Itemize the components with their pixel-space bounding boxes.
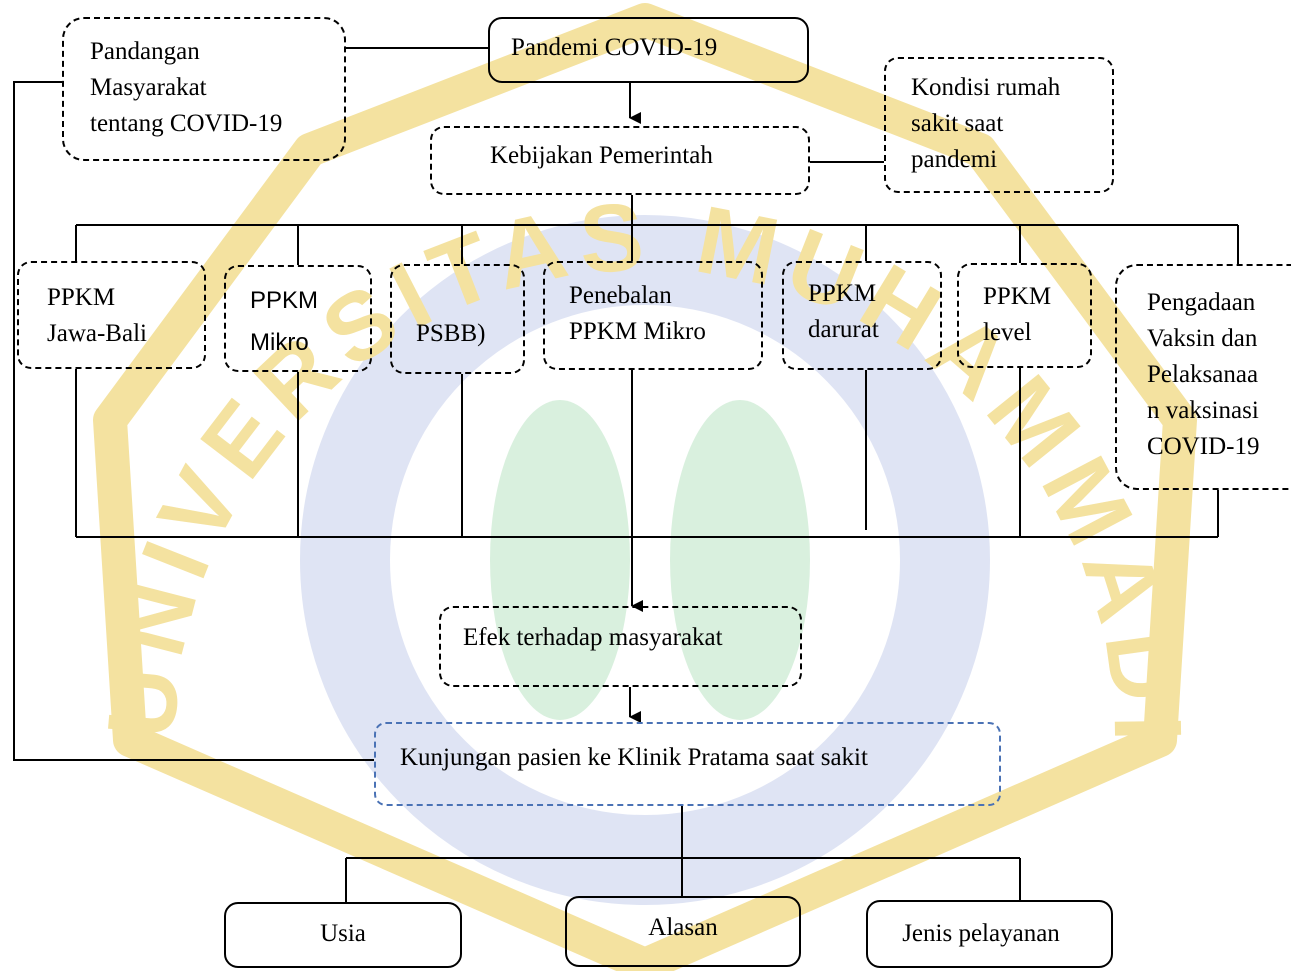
ppkm-darurat-box bbox=[782, 261, 942, 370]
ppkm-jawa-bali-box bbox=[17, 261, 206, 369]
kebijakan-label: Kebijakan Pemerintah bbox=[490, 142, 713, 169]
alasan-label: Alasan bbox=[648, 914, 718, 941]
ppkm-level-box bbox=[957, 263, 1092, 368]
efek-box bbox=[439, 606, 802, 687]
line-pandangan-kunjungan bbox=[13, 81, 374, 761]
kunjungan-box bbox=[374, 722, 1001, 806]
pandemi-label: Pandemi COVID-19 bbox=[511, 34, 718, 61]
ppkm-darurat-label: PPKM darurat bbox=[808, 280, 879, 343]
ppkm-level-label: PPKM level bbox=[983, 283, 1052, 346]
psbb-box bbox=[390, 264, 525, 374]
usia-box bbox=[224, 902, 462, 968]
pandemi-box bbox=[488, 17, 809, 83]
kondisi-label: Kondisi rumah sakit saat pandemi bbox=[911, 74, 1061, 173]
kunjungan-label: Kunjungan pasien ke Klinik Pratama saat … bbox=[400, 744, 868, 771]
penebalan-box bbox=[543, 261, 763, 370]
efek-label: Efek terhadap masyarakat bbox=[463, 624, 723, 651]
ppkm-mikro-label: PPKM Mikro bbox=[250, 287, 319, 356]
ppkm-jawa-bali-label: PPKM Jawa-Bali bbox=[47, 284, 147, 347]
penebalan-label: Penebalan PPKM Mikro bbox=[569, 282, 706, 345]
usia-label: Usia bbox=[320, 920, 366, 947]
pandangan-box bbox=[62, 17, 346, 161]
pandangan-label: Pandangan Masyarakat tentang COVID-19 bbox=[90, 38, 283, 137]
alasan-box bbox=[565, 896, 801, 967]
kebijakan-box bbox=[430, 126, 810, 195]
vaksin-label: Pengadaan Vaksin dan Pelaksanaa n vaksin… bbox=[1147, 289, 1260, 460]
psbb-label: PSBB) bbox=[416, 320, 486, 347]
jenis-box bbox=[866, 900, 1113, 968]
kondisi-box bbox=[884, 57, 1114, 193]
jenis-label: Jenis pelayanan bbox=[902, 920, 1060, 947]
vaksin-box bbox=[1115, 264, 1291, 490]
ppkm-mikro-box bbox=[224, 265, 372, 372]
